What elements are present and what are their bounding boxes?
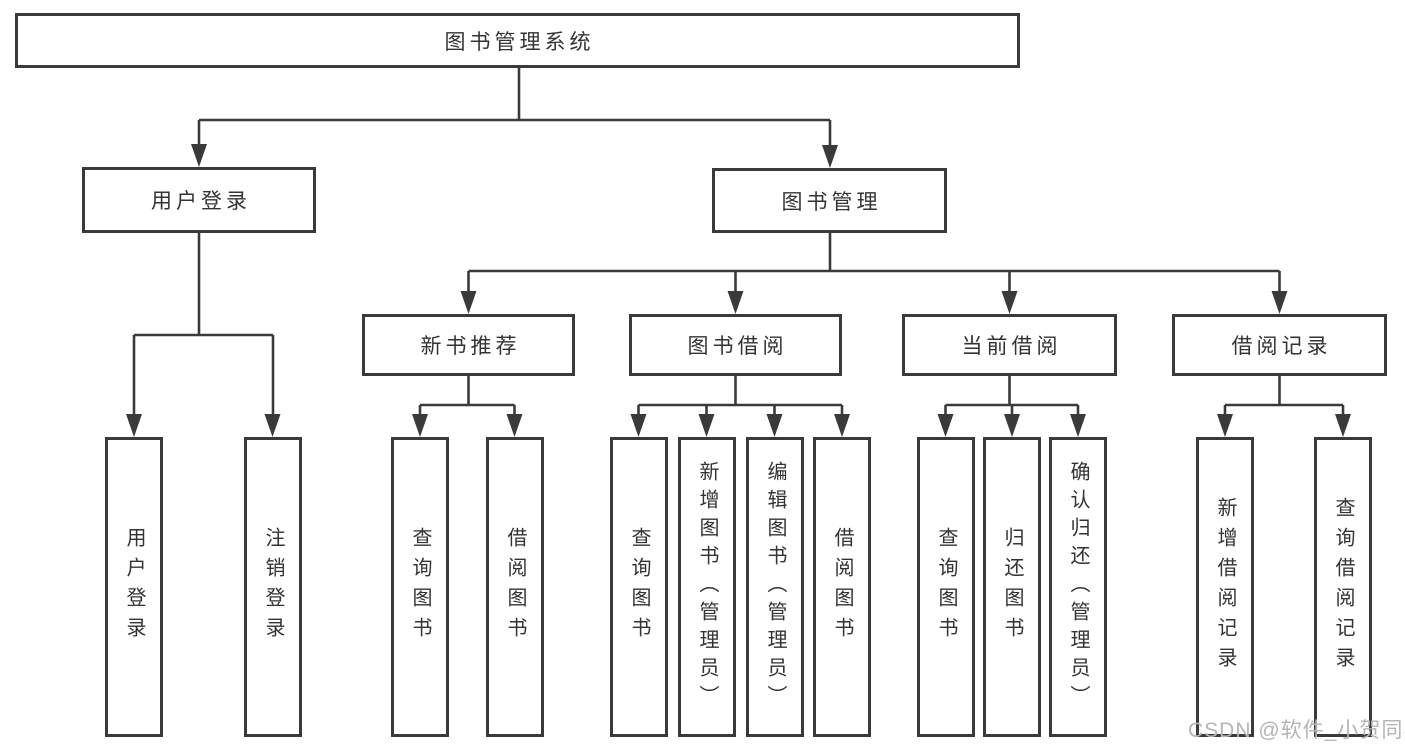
node-user-login: 用户登录 bbox=[82, 167, 316, 233]
node-current-borrow-label: 当前借阅 bbox=[961, 335, 1062, 358]
node-new-book-recommend-label: 新书推荐 bbox=[420, 335, 521, 358]
node-root-label: 图书管理系统 bbox=[444, 30, 595, 54]
leaf-borrow-books-label: 借阅图书 bbox=[831, 527, 853, 647]
leaf-add-books-admin-label: 新增图书（管理员） bbox=[696, 461, 718, 713]
csdn-watermark: CSDN @软件_小贺同学 bbox=[1188, 719, 1405, 742]
leaf-return-books: 归还图书 bbox=[983, 437, 1041, 737]
leaf-confirm-return-admin: 确认归还（管理员） bbox=[1049, 437, 1107, 737]
arrowheads bbox=[126, 144, 1351, 437]
node-book-management-label: 图书管理 bbox=[781, 190, 882, 214]
leaf-query-books-recommend-label: 查询图书 bbox=[409, 527, 431, 647]
leaf-user-login: 用户登录 bbox=[105, 437, 163, 737]
node-book-management: 图书管理 bbox=[712, 168, 947, 233]
node-book-borrow-label: 图书借阅 bbox=[687, 335, 788, 358]
node-borrow-record: 借阅记录 bbox=[1172, 314, 1387, 376]
leaf-return-books-label: 归还图书 bbox=[1001, 527, 1023, 647]
leaf-query-books-borrow: 查询图书 bbox=[610, 437, 668, 737]
leaf-edit-books-admin: 编辑图书（管理员） bbox=[746, 437, 804, 737]
leaf-add-borrow-record: 新增借阅记录 bbox=[1196, 437, 1254, 737]
node-current-borrow: 当前借阅 bbox=[902, 314, 1117, 376]
node-new-book-recommend: 新书推荐 bbox=[362, 314, 575, 376]
leaf-query-books-current: 查询图书 bbox=[917, 437, 975, 737]
leaf-edit-books-admin-label: 编辑图书（管理员） bbox=[764, 461, 786, 713]
leaf-query-books-current-label: 查询图书 bbox=[935, 527, 957, 647]
leaf-borrow-books-recommend-label: 借阅图书 bbox=[504, 527, 526, 647]
leaf-borrow-books: 借阅图书 bbox=[813, 437, 871, 737]
leaf-query-borrow-record: 查询借阅记录 bbox=[1314, 437, 1372, 737]
node-root: 图书管理系统 bbox=[15, 13, 1020, 68]
leaf-query-books-recommend: 查询图书 bbox=[391, 437, 449, 737]
leaf-add-borrow-record-label: 新增借阅记录 bbox=[1214, 497, 1236, 677]
leaf-add-books-admin: 新增图书（管理员） bbox=[678, 437, 736, 737]
leaf-logout-label: 注销登录 bbox=[262, 527, 284, 647]
leaf-borrow-books-recommend: 借阅图书 bbox=[486, 437, 544, 737]
leaf-query-books-borrow-label: 查询图书 bbox=[628, 527, 650, 647]
node-borrow-record-label: 借阅记录 bbox=[1231, 335, 1332, 358]
leaf-logout: 注销登录 bbox=[244, 437, 302, 737]
leaf-query-borrow-record-label: 查询借阅记录 bbox=[1332, 497, 1354, 677]
leaf-confirm-return-admin-label: 确认归还（管理员） bbox=[1067, 461, 1089, 713]
node-user-login-label: 用户登录 bbox=[151, 190, 251, 213]
leaf-user-login-label: 用户登录 bbox=[123, 527, 145, 647]
node-book-borrow: 图书借阅 bbox=[629, 314, 842, 376]
